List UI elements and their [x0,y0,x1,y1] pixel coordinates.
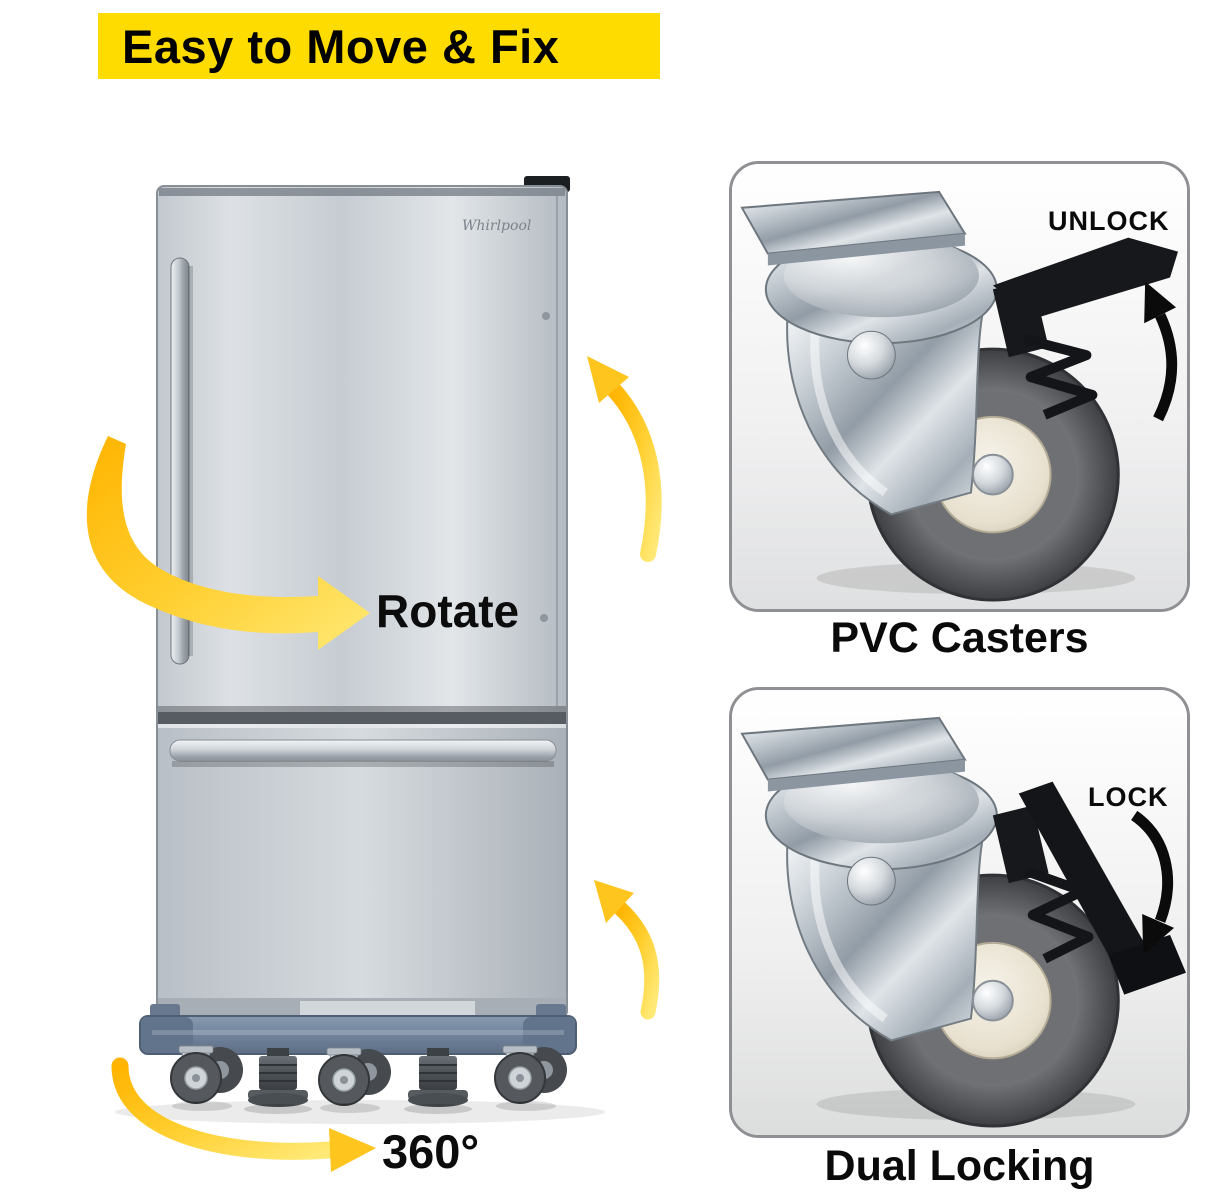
freezer-drawer [157,728,567,1018]
rotate-arrow-icon [86,436,370,650]
unlock-label: UNLOCK [1048,206,1170,236]
dome-bolt [847,330,896,380]
axle-bolt [971,979,1014,1022]
adjustable-foot [403,1047,473,1115]
brake-lever-unlocked [992,237,1179,420]
pvc-casters-panel: UNLOCK [729,161,1190,612]
adjustable-foot [243,1047,313,1115]
lock-arrow-icon [1130,810,1175,955]
headline-text: Easy to Move & Fix [122,19,560,73]
swivel-arrow-top-icon [587,356,662,562]
caster-fork [786,310,985,516]
caster-swivel-plate [740,190,998,345]
dual-locking-panel: LOCK [729,687,1190,1138]
door-handle [170,257,190,665]
swing-arrow-360-icon [111,1057,376,1172]
dual-locking-caption: Dual Locking [824,1142,1095,1190]
axle-bolt [971,453,1014,496]
fridge-brand-logo: Whirlpool [462,218,532,234]
caster-unlock-photo [732,164,1187,609]
caster-wheel [170,1045,244,1112]
caster-lock-photo [732,690,1187,1135]
dome-bolt [847,856,896,906]
rotate-label: Rotate [376,585,520,637]
lock-label: LOCK [1088,782,1169,812]
pvc-casters-caption: PVC Casters [830,614,1089,662]
mobile-base [139,1004,577,1115]
caster-wheel [494,1045,568,1112]
freezer-handle [169,739,557,762]
headline-banner: Easy to Move & Fix [98,13,660,79]
brake-lever-locked [992,781,1186,995]
fridge-body [156,176,570,1019]
swivel-arrow-bottom-icon [594,880,660,1020]
unlock-arrow-icon [1144,281,1178,422]
caster-fork [786,836,985,1042]
degree-360-label: 360° [382,1125,480,1178]
